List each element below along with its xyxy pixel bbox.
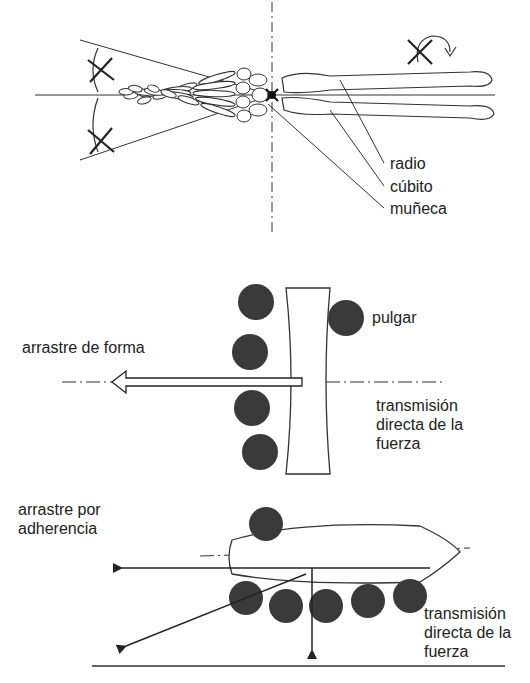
drawing-line xyxy=(272,2,273,232)
drawing-line xyxy=(311,568,313,650)
drawing-circle xyxy=(328,300,364,336)
drawing-circle xyxy=(242,434,278,470)
drawing-line xyxy=(126,574,306,646)
drawing-ellipse xyxy=(249,74,267,86)
drawing-circle xyxy=(249,507,283,541)
drawing-line xyxy=(80,95,272,160)
part-label: cúbito xyxy=(390,177,470,196)
drawing-line xyxy=(122,567,430,569)
part-label: muñeca xyxy=(390,199,480,218)
drawing-ellipse xyxy=(236,82,250,94)
drawing-line xyxy=(80,40,272,95)
finger-bone xyxy=(200,101,236,118)
drawing-line xyxy=(92,665,505,666)
finger-bone xyxy=(128,84,143,93)
drawing-path xyxy=(408,40,432,64)
drawing-line xyxy=(268,104,384,208)
drawing-circle xyxy=(309,589,343,623)
part-label: arrastre de forma xyxy=(22,338,202,357)
drawing-path xyxy=(445,47,456,56)
drawing-line xyxy=(330,110,384,186)
finger-bone xyxy=(177,94,200,107)
drawing-g xyxy=(229,507,427,623)
drawing-circle xyxy=(351,584,385,618)
part-label: radio xyxy=(390,154,470,173)
drawing-circle xyxy=(238,284,274,320)
drawing-ellipse xyxy=(252,88,268,102)
drawing-ellipse xyxy=(249,104,267,116)
finger-bone xyxy=(147,84,160,94)
drawing-circle xyxy=(234,390,270,426)
drawing-ellipse xyxy=(237,68,251,80)
drawing-g xyxy=(119,69,236,118)
drawing-path xyxy=(88,128,114,154)
drawing-g xyxy=(236,68,268,122)
drawing-line xyxy=(340,80,384,163)
part-label: transmisión directa de la fuerza xyxy=(376,396,486,453)
finger-bone xyxy=(193,90,235,97)
part-label: pulgar xyxy=(372,308,452,327)
drawing-circle xyxy=(393,579,427,613)
drawing-path xyxy=(112,371,302,393)
drawing-ellipse xyxy=(237,110,251,122)
part-label: arrastre por adherencia xyxy=(18,500,123,538)
finger-bone xyxy=(193,80,235,91)
drawing-path xyxy=(88,58,114,82)
drawing-path xyxy=(282,98,494,120)
drawing-ellipse xyxy=(236,96,250,108)
drawing-path xyxy=(93,48,98,92)
drawing-path xyxy=(266,89,278,101)
finger-bone xyxy=(160,88,177,99)
drawing-circle xyxy=(232,334,268,370)
part-label: transmisión directa de la fuerza xyxy=(424,604,524,661)
drawing-path xyxy=(282,72,492,93)
drawing-g xyxy=(232,284,364,470)
drawing-circle xyxy=(269,589,303,623)
